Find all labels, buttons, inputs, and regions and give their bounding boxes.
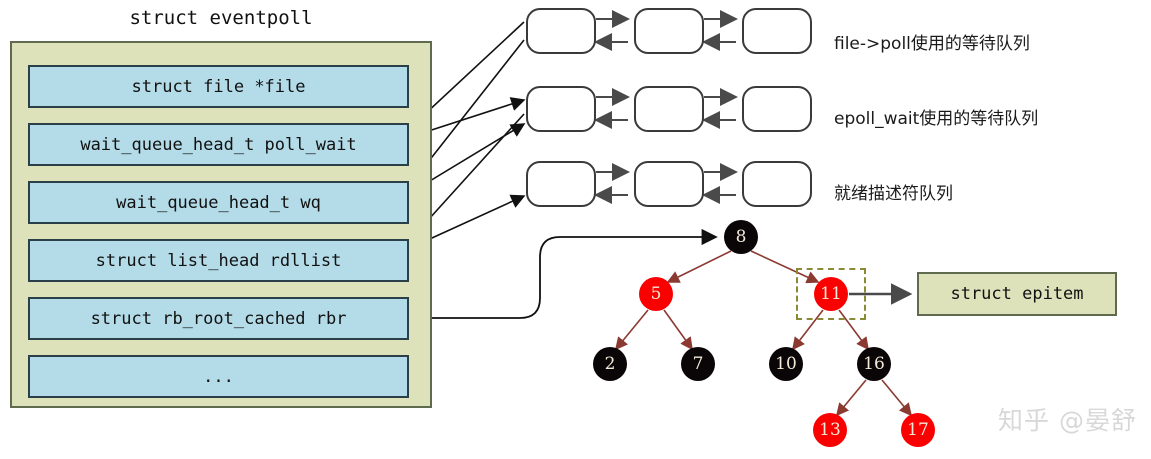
- list3-node-3[interactable]: [742, 161, 812, 207]
- struct-field-ellipsis: ...: [28, 355, 409, 398]
- tree-edge-16-17: [881, 379, 913, 417]
- tree-node-5[interactable]: 5: [639, 277, 673, 311]
- tree-edge-11-16: [838, 309, 869, 351]
- tree-edge-5-7: [663, 309, 693, 351]
- link-rbr-to-tree-root: [410, 228, 718, 319]
- tree-node-11[interactable]: 11: [814, 277, 848, 311]
- list1-node-1[interactable]: [526, 8, 596, 54]
- list2-node-1[interactable]: [526, 86, 596, 132]
- tree-node-8[interactable]: 8: [724, 220, 758, 254]
- struct-field-rdllist[interactable]: struct list_head rdllist: [28, 239, 409, 282]
- struct-epitem-box[interactable]: struct epitem: [917, 272, 1117, 316]
- list2-node-3[interactable]: [742, 86, 812, 132]
- list2-label: epoll_wait使用的等待队列: [834, 109, 1039, 129]
- tree-edge-5-2: [614, 309, 649, 351]
- tree-node-17[interactable]: 17: [901, 413, 935, 447]
- list3-label: 就绪描述符队列: [834, 184, 953, 204]
- struct-field-wq[interactable]: wait_queue_head_t wq: [28, 181, 409, 224]
- tree-node-13[interactable]: 13: [813, 413, 847, 447]
- struct-title: struct eventpoll: [129, 7, 313, 29]
- tree-node-7[interactable]: 7: [681, 347, 715, 381]
- struct-field-file[interactable]: struct file *file: [28, 65, 409, 108]
- struct-field-poll-wait[interactable]: wait_queue_head_t poll_wait: [28, 123, 409, 166]
- tree-node-2[interactable]: 2: [593, 347, 627, 381]
- list1-label: file->poll使用的等待队列: [834, 34, 1030, 54]
- list1-node-2[interactable]: [634, 8, 704, 54]
- watermark: 知乎 @晏舒: [998, 406, 1137, 435]
- tree-node-10[interactable]: 10: [769, 347, 803, 381]
- list2-node-2[interactable]: [634, 86, 704, 132]
- list1-node-3[interactable]: [742, 8, 812, 54]
- tree-node-16[interactable]: 16: [857, 347, 891, 381]
- tree-edge-8-11: [750, 250, 820, 284]
- highlight-box-node-11: [796, 268, 866, 320]
- tree-edge-11-10: [792, 309, 824, 351]
- list3-node-2[interactable]: [634, 161, 704, 207]
- list3-node-1[interactable]: [526, 161, 596, 207]
- tree-edge-8-5: [666, 250, 732, 283]
- tree-edge-16-13: [835, 379, 867, 417]
- struct-field-rbr[interactable]: struct rb_root_cached rbr: [28, 297, 409, 340]
